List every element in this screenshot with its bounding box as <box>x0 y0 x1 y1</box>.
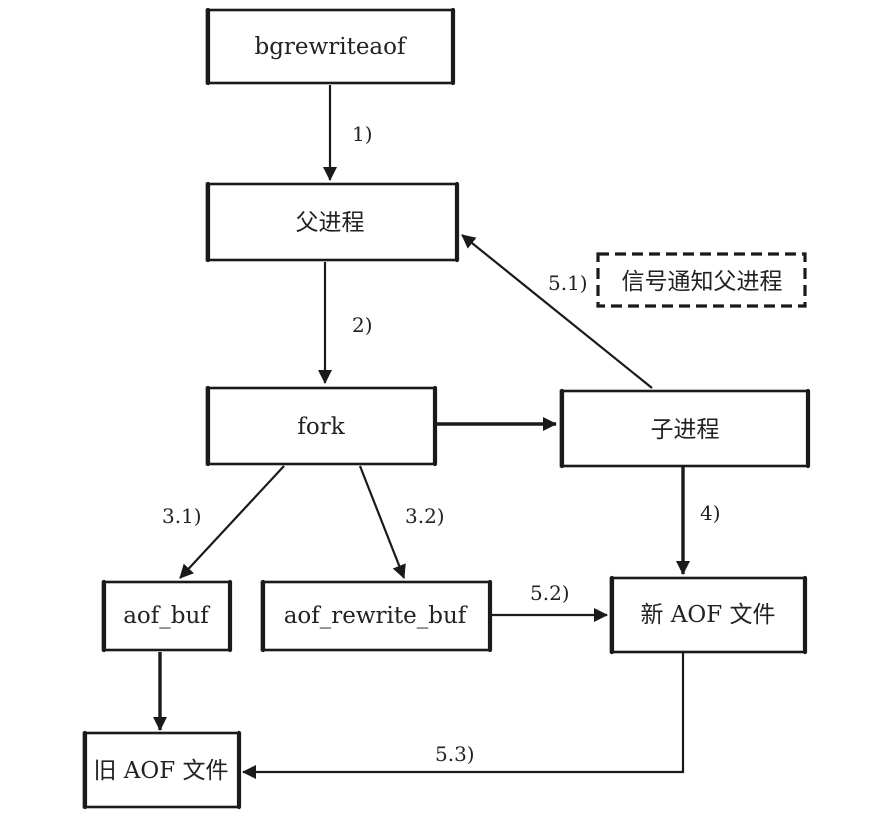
node-aof-buf: aof_buf <box>101 579 233 653</box>
node-new-aof-file: 新 AOF 文件 <box>609 575 808 655</box>
node-old-aof-file: 旧 AOF 文件 <box>82 730 242 810</box>
edge-fork-to-aof-buf <box>179 465 285 579</box>
edge-label-step-5-2: 5.2) <box>530 581 570 605</box>
node-label-parent-process: 父进程 <box>296 210 365 236</box>
node-aof-rewrite-buf: aof_rewrite_buf <box>260 579 493 653</box>
node-label-new-aof-file: 新 AOF 文件 <box>640 602 775 628</box>
edge-child-to-parent <box>461 234 653 389</box>
node-signal-note: 信号通知父进程 <box>596 252 807 308</box>
node-label-aof-rewrite-buf: aof_rewrite_buf <box>284 603 468 629</box>
node-parent-process: 父进程 <box>205 181 460 263</box>
edges <box>153 85 690 779</box>
edge-label-step-2: 2) <box>352 313 373 337</box>
edge-label-step-5-1: 5.1) <box>548 271 588 295</box>
node-label-signal-note: 信号通知父进程 <box>622 269 783 295</box>
node-label-aof-buf: aof_buf <box>123 603 210 629</box>
edge-label-step-3-2: 3.2) <box>405 504 445 528</box>
node-label-child-process: 子进程 <box>651 417 720 443</box>
edge-label-step-1: 1) <box>352 122 373 146</box>
node-label-bgrewriteaof: bgrewriteaof <box>254 34 407 60</box>
edge-label-step-5-3: 5.3) <box>435 742 475 766</box>
edge-new-aof-to-old-aof <box>242 652 685 779</box>
edge-label-step-3-1: 3.1) <box>162 504 202 528</box>
node-label-fork: fork <box>297 414 345 440</box>
node-child-process: 子进程 <box>559 388 811 469</box>
node-fork: fork <box>205 385 438 467</box>
edge-labels: 1) 2) 3.1) 3.2) 4) 5.1) 5.2) 5.3) <box>162 122 721 766</box>
edge-label-step-4: 4) <box>700 501 721 525</box>
edge-fork-to-aof-rewrite-buf <box>358 465 406 579</box>
node-label-old-aof-file: 旧 AOF 文件 <box>93 758 228 784</box>
node-bgrewriteaof: bgrewriteaof <box>205 7 456 86</box>
